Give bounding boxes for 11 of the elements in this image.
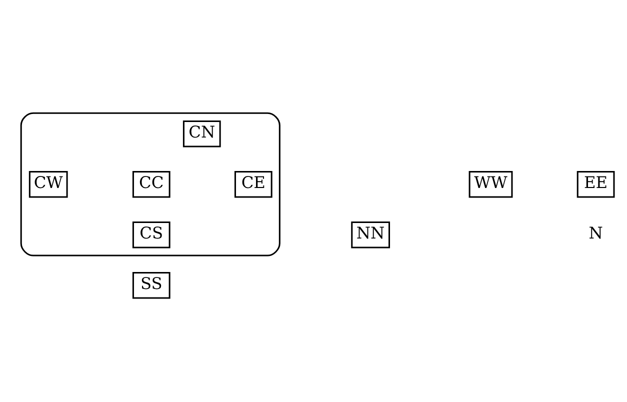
node-box: CW: [28, 170, 68, 198]
node-box: WW: [468, 170, 513, 198]
node-box: EE: [576, 170, 615, 198]
node-box: CE: [234, 170, 272, 198]
cluster: [20, 112, 280, 256]
node-box: SS: [132, 271, 170, 298]
node-box: CN: [182, 120, 221, 147]
node-box: CC: [132, 170, 170, 198]
label: N: [588, 223, 603, 242]
node-box: CS: [132, 220, 170, 248]
node-box: NN: [351, 220, 390, 248]
